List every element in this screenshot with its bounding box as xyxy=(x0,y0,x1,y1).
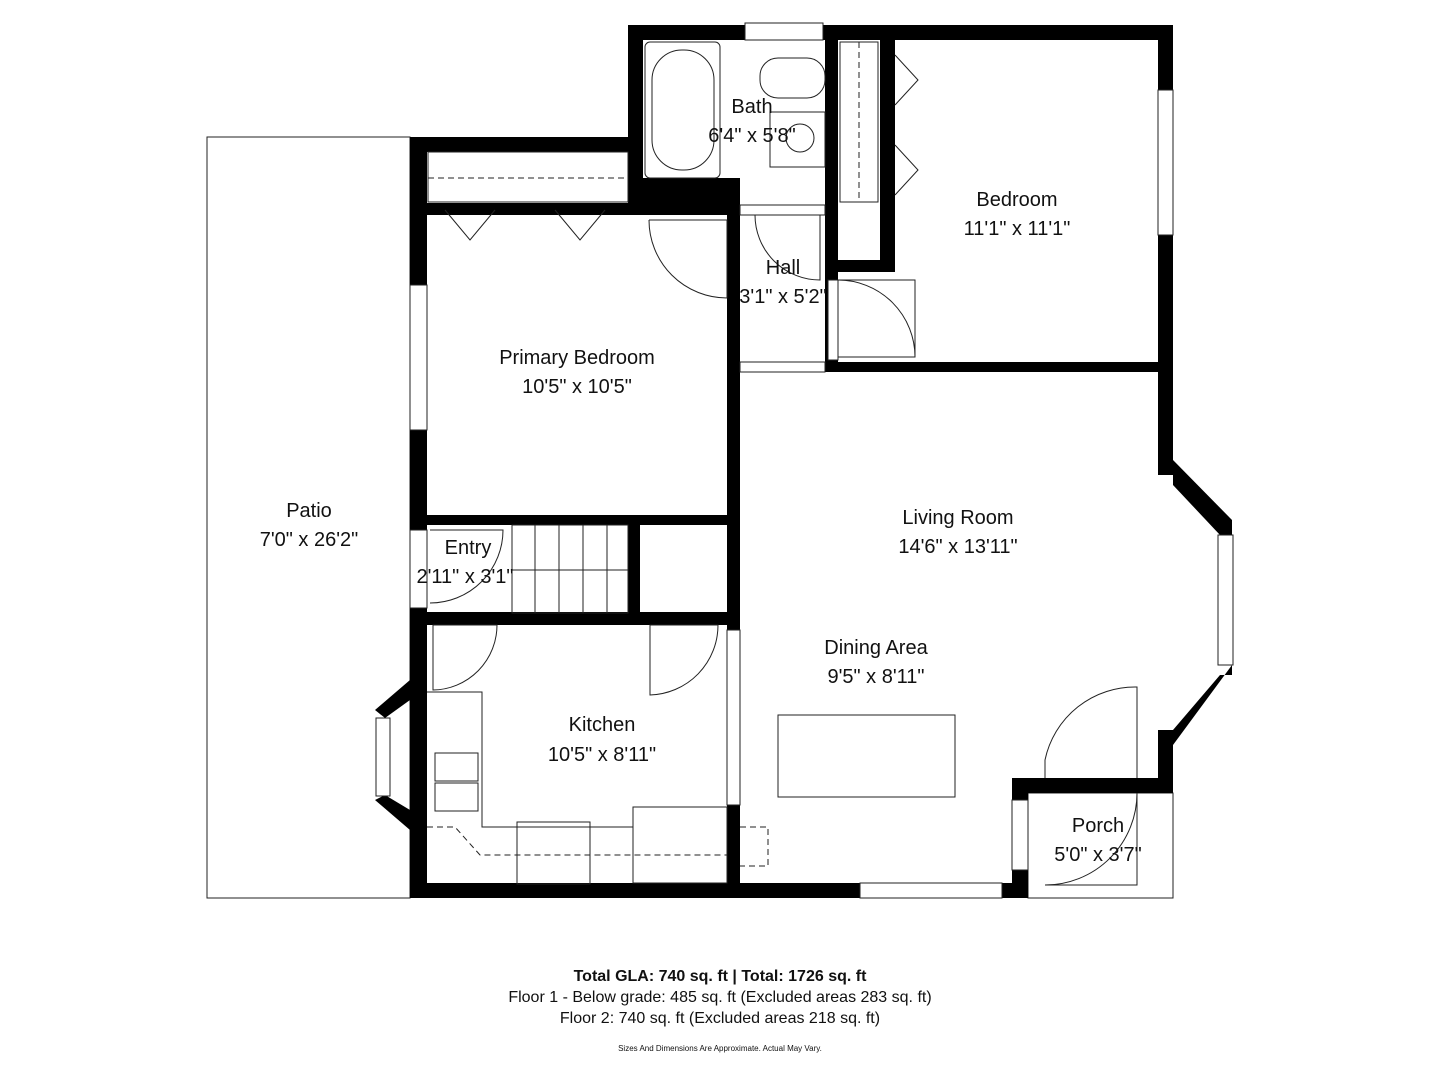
room-dims: 5'0" x 3'7" xyxy=(1054,844,1141,866)
total-area: Total GLA: 740 sq. ft | Total: 1726 sq. … xyxy=(573,968,867,985)
room-dims: 2'11" x 3'1" xyxy=(416,566,513,588)
room-name: Porch xyxy=(1072,815,1124,837)
sink xyxy=(769,111,826,168)
room-dims: 14'6" x 13'11" xyxy=(898,536,1017,558)
toilet xyxy=(759,57,826,99)
dining-table xyxy=(777,714,956,798)
room-dims: 7'0" x 26'2" xyxy=(260,529,359,551)
room-dims: 9'5" x 8'11" xyxy=(827,666,924,688)
room-name: Primary Bedroom xyxy=(499,347,655,369)
room-name: Living Room xyxy=(902,507,1013,529)
floor2-area: Floor 2: 740 sq. ft (Excluded areas 218 … xyxy=(559,1010,881,1027)
room-dims: 11'1" x 11'1" xyxy=(964,218,1071,240)
stairs xyxy=(511,524,629,614)
floor1-area: Floor 1 - Below grade: 485 sq. ft (Exclu… xyxy=(508,989,932,1006)
room-labels: Bath 6'4" x 5'8" Bedroom 11'1" x 11'1" H… xyxy=(260,96,1142,866)
room-name: Kitchen xyxy=(569,714,636,736)
room-dims: 3'1" x 5'2" xyxy=(739,286,826,308)
room-dims: 10'5" x 10'5" xyxy=(522,376,632,398)
room-name: Patio xyxy=(286,500,332,522)
room-dims: 6'4" x 5'8" xyxy=(708,125,795,147)
room-name: Bedroom xyxy=(976,189,1057,211)
room-name: Hall xyxy=(766,257,800,279)
fixtures xyxy=(427,41,1138,886)
room-dims: 10'5" x 8'11" xyxy=(548,744,656,766)
walls xyxy=(375,25,1232,898)
disclaimer: Sizes And Dimensions Are Approximate. Ac… xyxy=(618,1044,822,1053)
room-name: Dining Area xyxy=(824,637,928,659)
windows xyxy=(375,22,1234,899)
bathtub xyxy=(644,41,721,179)
room-name: Entry xyxy=(445,537,492,559)
room-name: Bath xyxy=(731,96,772,118)
